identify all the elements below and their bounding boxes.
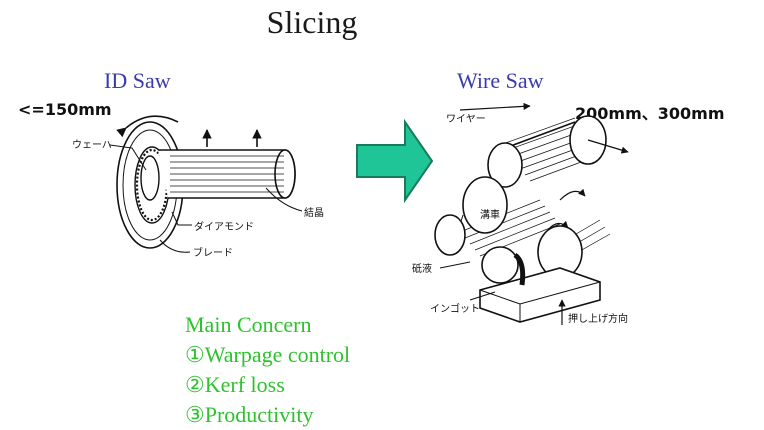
label-crystal: 結晶 xyxy=(304,206,324,219)
page-title: Slicing xyxy=(266,4,358,40)
process-arrow xyxy=(356,118,434,204)
label-diamond: ダイアモンド xyxy=(194,220,254,233)
label-groove-roller: 溝車 xyxy=(480,208,500,221)
id-saw-illustration xyxy=(109,115,303,253)
concern-item-productivity: ③Productivity xyxy=(185,402,314,427)
id-saw-heading: ID Saw xyxy=(104,68,171,93)
concern-item-kerf-loss: ②Kerf loss xyxy=(185,372,285,397)
concern-item-warpage: ①Warpage control xyxy=(185,342,351,367)
wire-saw-heading: Wire Saw xyxy=(457,68,544,93)
label-blade: ブレード xyxy=(193,246,233,259)
label-push-up-direction: 押し上げ方向 xyxy=(568,312,628,325)
label-wafer: ウェーハ xyxy=(72,139,112,151)
wire-saw-illustration xyxy=(434,102,629,325)
label-slurry: 砥液 xyxy=(412,262,432,275)
label-wire: ワイヤー xyxy=(446,114,486,125)
id-saw-size: <=150mm xyxy=(18,100,112,119)
main-concern-heading: Main Concern xyxy=(185,312,312,337)
label-ingot: インゴット xyxy=(430,302,480,315)
wire-saw-size: 200mm、300mm xyxy=(575,104,725,123)
